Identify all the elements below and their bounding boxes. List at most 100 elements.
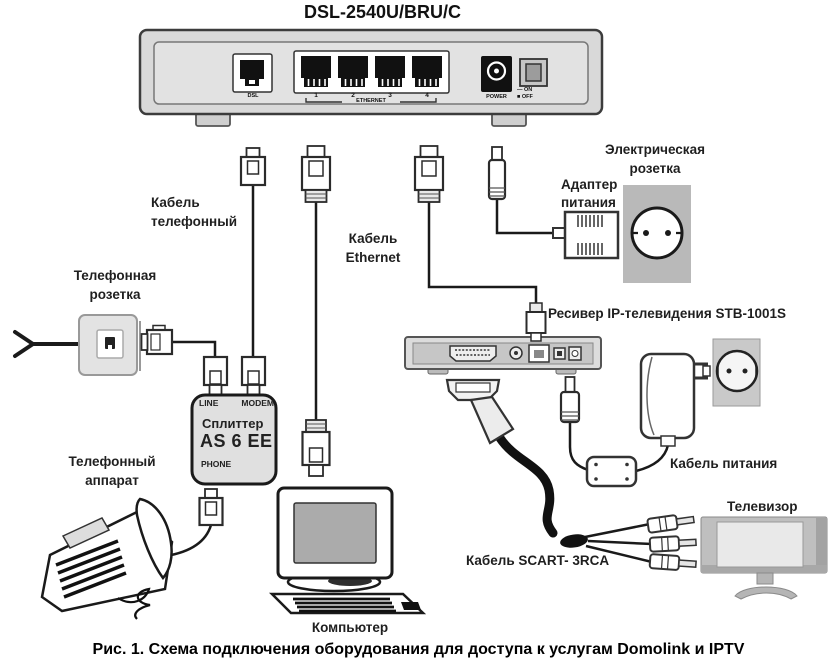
power-port-label: POWER [486, 94, 507, 100]
phone-cable-label: Кабель телефонный [151, 195, 238, 229]
stb-power-port [568, 346, 582, 361]
ethernet-jack-2 [338, 56, 368, 87]
figure-caption: Рис. 1. Схема подключения оборудования д… [92, 641, 745, 658]
adapter-cable-boot [660, 435, 676, 447]
rca-plug-3 [648, 553, 697, 571]
cable-scart-thick [495, 433, 558, 538]
router-power-port [481, 56, 512, 92]
telephone-handset [135, 497, 173, 580]
tv-screen [716, 521, 804, 568]
router-device [138, 28, 604, 127]
stb-power-adapter [639, 352, 711, 447]
telephone-keys [55, 539, 127, 599]
cable-stb-power-right [635, 444, 670, 473]
ethernet-port-number-3: 3 [388, 92, 392, 99]
tv-device [700, 516, 828, 600]
adapter-plug-tip [702, 365, 711, 377]
stb-receiver-label: Ресивер IP-телевидения STB-1001S [548, 306, 786, 321]
tv-label: Телевизор [727, 499, 798, 514]
router-power-adapter-box [552, 210, 620, 260]
phone-jack-icon [105, 337, 115, 349]
adapter-inlet [552, 227, 566, 239]
switch-on-label: — ON [517, 87, 533, 93]
router-power-switch [519, 58, 548, 87]
keyboard [268, 592, 427, 615]
cable-socket-to-splitter [172, 340, 217, 357]
monitor-screen [293, 502, 377, 564]
splitter-top-ports-labels: LINE MODEM [199, 398, 274, 408]
scart-boot [469, 395, 515, 445]
scart-cable-junction [560, 534, 588, 548]
dc-plug-router [487, 146, 507, 201]
cable-router-power [495, 199, 554, 235]
router-dsl-port [232, 53, 273, 93]
tv-bottom-strip [701, 565, 827, 573]
electrical-socket-top [623, 185, 691, 283]
rj45-plug-ethernet1 [300, 145, 332, 203]
splitter-body [190, 393, 278, 486]
cable-rca-fan [584, 522, 653, 564]
telephone-device [40, 497, 174, 620]
router-plugs [239, 145, 507, 203]
ethernet-bracket-lines [305, 98, 437, 103]
adapter-prongs [694, 362, 708, 380]
dc-plug-stb [559, 376, 581, 424]
router-ethernet-ports [293, 50, 450, 103]
power-cable-label: Кабель питания [670, 456, 778, 471]
stb-optical-port [553, 347, 566, 360]
telephone-coiled-cord [117, 587, 151, 620]
dsl-port-label: DSL [247, 93, 259, 99]
adapter-comb-top [577, 215, 603, 227]
ethernet-jack-4 [412, 56, 442, 87]
rj11-plug-dsl [239, 147, 267, 187]
splitter-name-label: Сплиттер [202, 416, 264, 431]
rj11-plug-phone [198, 488, 224, 527]
scart-connector [445, 378, 515, 445]
stb-ethernet-port [528, 344, 550, 363]
splitter-device [190, 355, 278, 527]
ethernet-group-label: ETHERNET [356, 98, 386, 104]
stb-receiver-device [404, 302, 602, 375]
splitter-modem-port-label: MODEM [241, 398, 274, 408]
rca-plug-2 [648, 535, 697, 553]
rj11-plug-line [202, 355, 229, 396]
scart-cable-label: Кабель SCART- 3RCA [466, 553, 610, 568]
phone-wall-socket [78, 314, 174, 376]
ethernet-jack-1 [301, 56, 331, 87]
rj45-plug-stb [525, 302, 547, 342]
rca-plug-1 [646, 514, 695, 534]
rj45-plug-computer [301, 419, 331, 477]
power-adapter-label: Адаптер питания [561, 177, 618, 210]
ethernet-jack-3 [375, 56, 405, 87]
adapter-comb-bottom [577, 243, 603, 255]
switch-off-label: ■ OFF [517, 94, 533, 100]
rj11-plug-modem [240, 355, 267, 396]
splitter-line-port-label: LINE [199, 398, 219, 408]
rca-connectors [646, 514, 697, 571]
computer-device [268, 419, 427, 615]
ethernet-cable-label: Кабель Ethernet [345, 231, 401, 265]
phone-device-label: Телефонный аппарат [68, 454, 156, 488]
ethernet-port-number-4: 4 [425, 92, 429, 99]
cables [13, 184, 670, 564]
stb-scart-port [449, 345, 497, 362]
computer-label: Компьютер [311, 620, 389, 635]
tv-stand-base [734, 586, 798, 600]
rj11-plug-side [140, 324, 174, 356]
telephone-display [61, 517, 111, 549]
diagram-title: DSL-2540U/BRU/C [303, 2, 462, 22]
stb-back-panel [412, 342, 594, 365]
phone-socket-label: Телефонная розетка [73, 268, 157, 302]
splitter-model-label: AS 6 EE [200, 431, 273, 451]
ethernet-port-number-2: 2 [351, 92, 355, 99]
ferrite-filter [585, 455, 638, 488]
stb-rca-jack [509, 346, 523, 360]
electric-socket-label: Электрическая розетка [605, 142, 705, 176]
cable-stb-power-left [568, 421, 589, 472]
electrical-socket-right [712, 338, 761, 407]
rj45-plug-ethernet2 [413, 145, 445, 203]
tv-side-speaker [816, 518, 827, 572]
cable-phone-line-fork [13, 330, 81, 358]
